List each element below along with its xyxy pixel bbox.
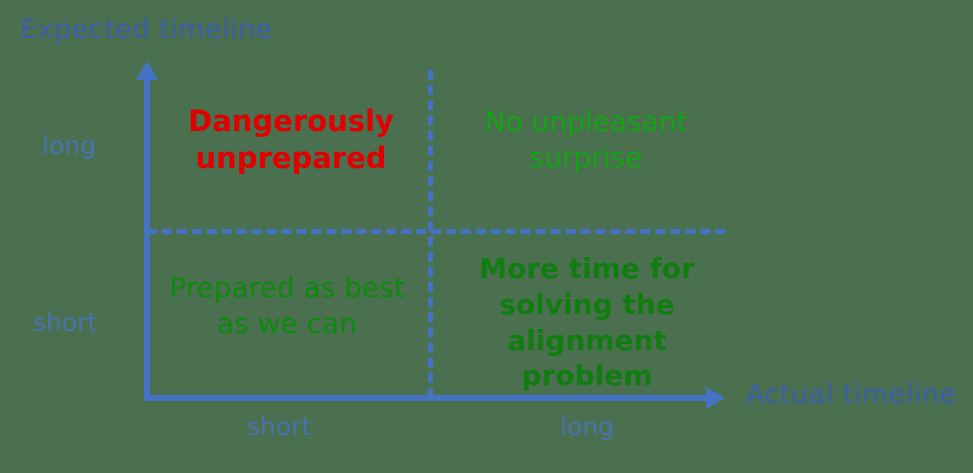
quadrant-label-top-right-line1: No unpleasant — [484, 105, 688, 138]
quadrant-label-top-right: No unpleasant surprise — [452, 104, 720, 176]
x-axis-arrow-icon — [706, 387, 725, 409]
y-axis-line — [144, 76, 150, 401]
y-axis-arrow-icon — [136, 61, 158, 80]
x-axis-title: Actual timeline — [746, 379, 957, 410]
quadrant-label-top-left-line1: Dangerously — [188, 104, 394, 138]
quadrant-label-bottom-right-line3: alignment problem — [507, 323, 667, 393]
quadrant-label-bottom-right-line2: solving the — [499, 287, 675, 321]
y-axis-tick-short: short — [33, 308, 98, 337]
y-axis-title: Expected timeline — [20, 14, 273, 45]
x-axis-tick-short: short — [247, 412, 312, 441]
vertical-divider-dashed-line — [428, 70, 433, 398]
quadrant-label-bottom-left: Prepared as best as we can — [152, 270, 422, 342]
y-axis-tick-long: long — [42, 131, 96, 160]
quadrant-label-bottom-right-line1: More time for — [479, 252, 695, 285]
quadrant-label-top-left-line2: unprepared — [195, 141, 387, 176]
x-axis-tick-long: long — [560, 412, 614, 441]
x-axis-line — [147, 395, 710, 401]
quadrant-label-bottom-left-line1: Prepared as best — [169, 271, 405, 304]
quadrant-label-bottom-right: More time for solving the alignment prob… — [448, 251, 726, 394]
quadrant-label-top-right-line2: surprise — [529, 140, 643, 174]
quadrant-label-top-left: Dangerously unprepared — [160, 103, 422, 177]
horizontal-divider-dashed-line — [147, 229, 725, 234]
quadrant-label-bottom-left-line2: as we can — [217, 306, 357, 340]
